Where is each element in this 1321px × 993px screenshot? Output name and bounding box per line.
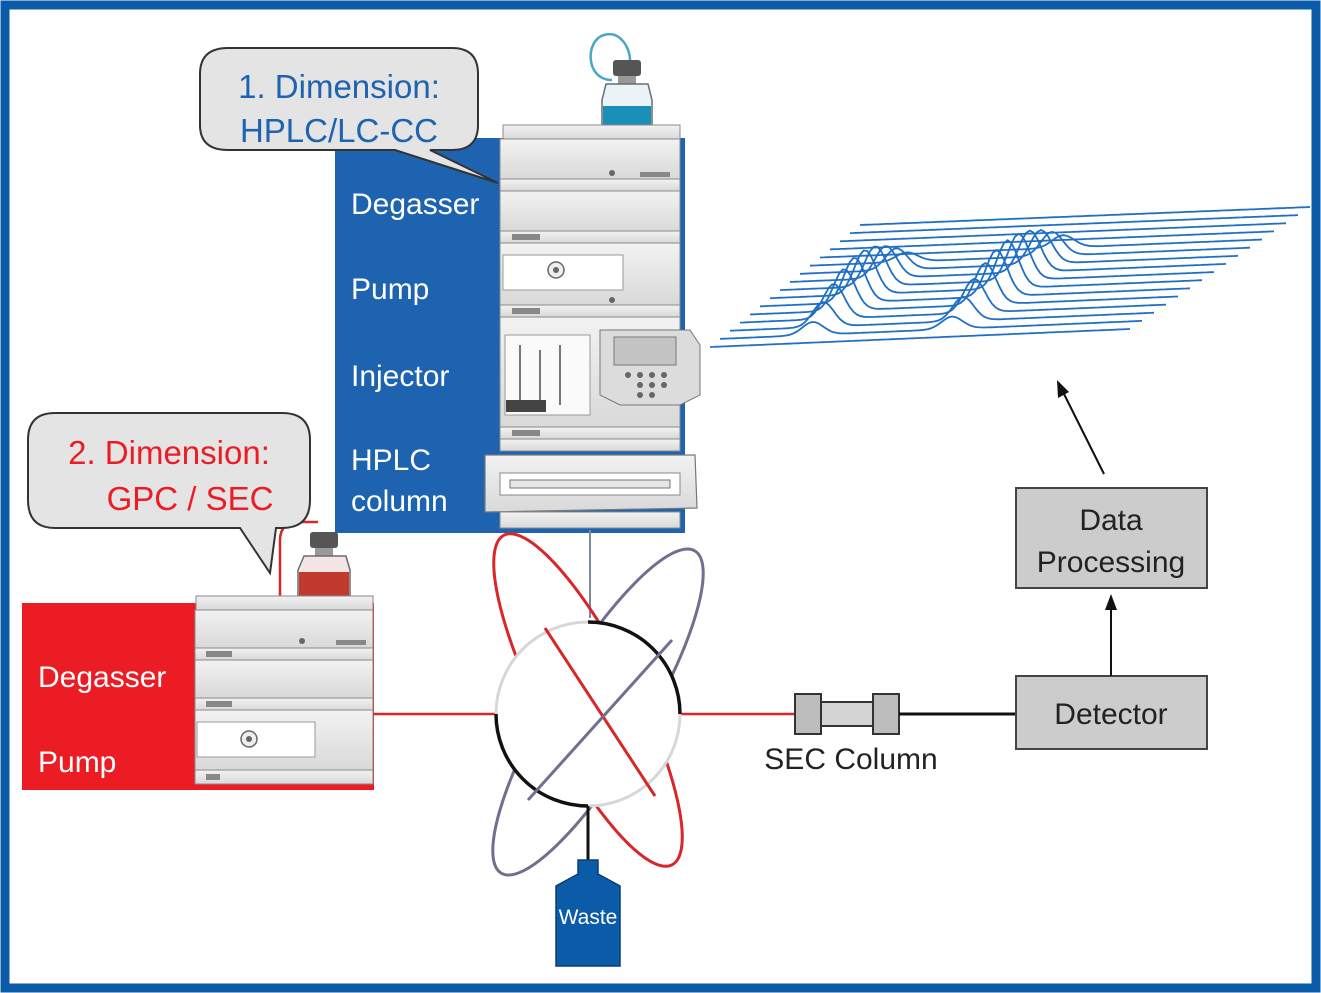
dim1-callout-line1: 1. Dimension:	[238, 68, 440, 105]
dim1-degasser-body	[499, 190, 681, 232]
dim1-hplc-stack	[484, 32, 701, 529]
dim2-label-degasser: Degasser	[38, 661, 166, 694]
dim2-callout-line1: 2. Dimension:	[68, 434, 270, 471]
chromatogram-trace	[739, 277, 1167, 324]
chromatogram-trace	[749, 261, 1179, 316]
dim1-column-compartment	[484, 426, 698, 529]
dim1-injector-module	[499, 304, 701, 428]
dim1-label-injector: Injector	[351, 360, 449, 393]
switching-valve	[494, 620, 682, 808]
chromatogram-trace	[779, 232, 1215, 291]
chromatogram-trace	[789, 229, 1227, 283]
dim1-pump-module	[499, 230, 681, 306]
dim1-solvent-tube	[589, 32, 632, 82]
waste-bottle	[555, 859, 621, 967]
dim2-gpc-stack	[194, 520, 374, 785]
data-processing-box	[1015, 487, 1208, 589]
arrow-head-plot	[1057, 380, 1069, 398]
chromatogram-trace	[729, 295, 1155, 332]
sec-column-label: SEC Column	[764, 743, 937, 776]
data-processing-line1: Data	[1079, 504, 1143, 537]
dim1-callout-bubble	[199, 47, 499, 184]
dim1-label-pump: Pump	[351, 273, 429, 306]
chromatogram-trace	[819, 234, 1263, 259]
waste-label: Waste	[559, 906, 618, 929]
dim1-solvent-tray	[502, 124, 681, 140]
chromatogram-trace	[809, 230, 1251, 267]
dim2-callout-line2: GPC / SEC	[107, 480, 274, 517]
chromatogram-trace	[709, 328, 1131, 348]
chromatogram-trace	[849, 214, 1299, 234]
2d-chromatogram-waterfall	[709, 206, 1311, 348]
sec-column	[794, 693, 900, 735]
dim2-callout-bubble	[27, 412, 311, 576]
arrow-head-processing	[1105, 594, 1117, 610]
dim1-spacer-1	[499, 178, 681, 192]
dim1-label-degasser: Degasser	[351, 188, 479, 221]
chromatogram-trace	[829, 230, 1275, 251]
chromatogram-trace	[839, 222, 1287, 243]
chromatogram-trace	[759, 248, 1191, 308]
chromatogram-trace	[719, 315, 1143, 340]
chromatogram-trace	[859, 206, 1311, 226]
dim1-label-column-line1: HPLC	[351, 444, 431, 477]
chromatogram-trace	[799, 228, 1239, 275]
detector-label: Detector	[1054, 698, 1167, 731]
dim1-solvent-bottle	[601, 60, 653, 127]
arrow-processing-to-plot	[1062, 391, 1105, 475]
dim2-label-pump: Pump	[38, 746, 116, 779]
chromatogram-trace	[769, 239, 1203, 300]
data-processing-line2: Processing	[1037, 546, 1185, 579]
dim1-label-column-line2: column	[351, 485, 448, 518]
dim1-callout-line2: HPLC/LC-CC	[240, 112, 438, 149]
dim2-solvent-bottle	[297, 532, 351, 597]
